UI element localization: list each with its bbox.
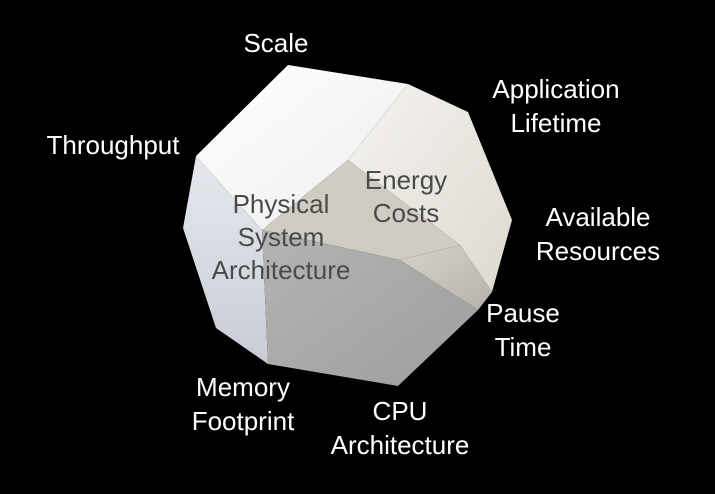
- label-pause-time-line-2: Time: [494, 332, 552, 362]
- face-top-right: [348, 84, 512, 292]
- label-memory-footprint-line-2: Footprint: [191, 406, 295, 436]
- label-pause-time-line-1: Pause: [486, 298, 560, 328]
- label-available-resources-line-2: Resources: [535, 236, 661, 266]
- label-scale: Scale: [216, 26, 336, 60]
- face-label-physical-system-architecture-line-2: System: [237, 222, 325, 252]
- label-application-lifetime-line-2: Lifetime: [510, 108, 602, 138]
- face-label-energy-costs: Energy Costs: [346, 164, 466, 230]
- face-left: [183, 156, 268, 364]
- face-label-physical-system-architecture-line-1: Physical: [232, 189, 330, 219]
- face-label-energy-costs-line-1: Energy: [364, 165, 448, 195]
- face-center: [262, 160, 460, 260]
- label-throughput: Throughput: [28, 128, 198, 162]
- face-label-energy-costs-line-2: Costs: [372, 198, 440, 228]
- face-right-lower: [400, 245, 492, 310]
- label-available-resources-line-1: Available: [545, 202, 651, 232]
- label-memory-footprint-line-1: Memory: [196, 372, 290, 402]
- label-scale-line-1: Scale: [243, 28, 309, 58]
- label-cpu-architecture-line-1: CPU: [372, 396, 428, 426]
- face-label-physical-system-architecture-line-3: Architecture: [211, 255, 351, 285]
- label-pause-time: Pause Time: [468, 296, 578, 364]
- face-bottom: [262, 230, 478, 386]
- label-cpu-architecture: CPU Architecture: [310, 394, 490, 462]
- label-cpu-architecture-line-2: Architecture: [330, 430, 470, 460]
- label-memory-footprint: Memory Footprint: [168, 370, 318, 438]
- face-top-left: [196, 65, 408, 230]
- label-available-resources: Available Resources: [518, 200, 678, 268]
- label-application-lifetime: Application Lifetime: [471, 72, 641, 140]
- face-label-physical-system-architecture: Physical System Architecture: [196, 188, 366, 287]
- label-application-lifetime-line-1: Application: [492, 74, 620, 104]
- label-throughput-line-1: Throughput: [46, 130, 180, 160]
